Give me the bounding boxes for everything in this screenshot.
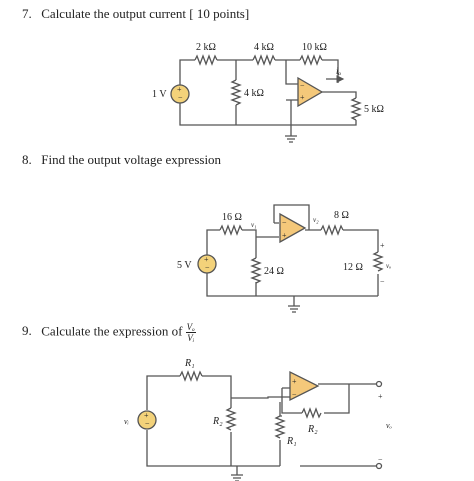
resistor-16ohm bbox=[219, 224, 243, 236]
label-4k-series: 4 kΩ bbox=[254, 42, 274, 53]
svg-text:−: − bbox=[205, 263, 210, 272]
question-7-text: Calculate the output current [ 10 points… bbox=[41, 6, 250, 21]
voltage-source-3 bbox=[137, 410, 157, 430]
svg-text:−: − bbox=[300, 81, 305, 90]
svg-text:+: + bbox=[204, 255, 209, 264]
question-9-number: 9. bbox=[22, 323, 32, 339]
label-2k: 2 kΩ bbox=[196, 42, 216, 53]
label-vi: vᵢ bbox=[124, 417, 129, 426]
resistor-r1-series bbox=[179, 370, 203, 382]
output-terminal-plus bbox=[375, 380, 383, 388]
circuit-2 bbox=[206, 204, 384, 313]
svg-text:−: − bbox=[282, 218, 287, 227]
voltage-source-1 bbox=[170, 84, 190, 104]
svg-text:+: + bbox=[380, 241, 385, 250]
label-r2-shunt: R₂ bbox=[212, 416, 223, 427]
label-12ohm: 12 Ω bbox=[343, 262, 363, 273]
polarity-marks: +− +− +− −+ −+ +− +− +− bbox=[144, 81, 385, 464]
svg-text:−: − bbox=[292, 390, 297, 399]
resistor-r2-shunt bbox=[225, 407, 237, 431]
label-16ohm: 16 Ω bbox=[222, 212, 242, 223]
label-r1-series: R₁ bbox=[184, 358, 195, 369]
label-source-5v: 5 V bbox=[177, 260, 192, 271]
label-vo-2: vₒ bbox=[386, 262, 391, 270]
resistor-5k-load bbox=[350, 97, 362, 121]
opamp-1 bbox=[297, 76, 324, 108]
resistor-4k-shunt bbox=[230, 79, 242, 106]
label-10k: 10 kΩ bbox=[302, 42, 327, 53]
label-4k-shunt: 4 kΩ bbox=[244, 88, 264, 99]
opamp-3 bbox=[289, 370, 320, 402]
fraction-denominator: Vᵢ bbox=[187, 333, 195, 343]
svg-text:+: + bbox=[282, 231, 287, 240]
label-output-current: iₒ bbox=[336, 66, 342, 76]
svg-text:−: − bbox=[145, 419, 150, 428]
svg-text:+: + bbox=[292, 377, 297, 386]
resistor-4k-series bbox=[252, 54, 276, 66]
resistor-r2-feedback bbox=[301, 407, 322, 419]
question-7-number: 7. bbox=[22, 6, 32, 21]
resistor-2k bbox=[194, 54, 218, 66]
question-8-number: 8. bbox=[22, 152, 32, 167]
resistor-10k bbox=[299, 54, 323, 66]
label-v2: v₂ bbox=[313, 216, 319, 224]
question-7: 7. Calculate the output current [ 10 poi… bbox=[22, 6, 249, 22]
question-8-text: Find the output voltage expression bbox=[41, 152, 222, 167]
label-24ohm: 24 Ω bbox=[264, 266, 284, 277]
label-8ohm: 8 Ω bbox=[334, 210, 349, 221]
svg-text:+: + bbox=[378, 392, 383, 401]
label-r2-feedback: R₂ bbox=[307, 424, 318, 435]
vo-over-vi-fraction: Vₒ Vᵢ bbox=[185, 322, 196, 343]
output-terminal-minus bbox=[375, 462, 383, 470]
voltage-source-2 bbox=[197, 254, 217, 274]
circuit-3-wires bbox=[146, 375, 377, 481]
label-5k-load: 5 kΩ bbox=[364, 104, 384, 115]
circuit-1-wires bbox=[179, 59, 357, 143]
svg-text:−: − bbox=[178, 93, 183, 102]
question-8: 8. Find the output voltage expression bbox=[22, 152, 221, 168]
svg-text:+: + bbox=[300, 93, 305, 102]
circuit-2-wires bbox=[206, 204, 379, 313]
opamp-2 bbox=[279, 212, 307, 244]
svg-text:−: − bbox=[380, 277, 385, 286]
fraction-numerator: Vₒ bbox=[185, 322, 196, 333]
circuit-1 bbox=[179, 54, 362, 143]
label-r1-ground: R₁ bbox=[286, 436, 297, 447]
question-9-text: Calculate the expression of bbox=[41, 323, 183, 339]
resistor-24ohm bbox=[250, 257, 262, 284]
svg-text:+: + bbox=[177, 85, 182, 94]
question-9: 9. Calculate the expression of Vₒ Vᵢ bbox=[22, 322, 196, 343]
label-v1: v₁ bbox=[251, 221, 257, 229]
label-vo-3: vₒ bbox=[386, 421, 393, 430]
resistor-8ohm bbox=[320, 224, 344, 236]
svg-text:+: + bbox=[144, 411, 149, 420]
resistor-12ohm bbox=[372, 251, 384, 272]
resistor-r1-ground bbox=[274, 415, 286, 439]
svg-text:−: − bbox=[378, 455, 383, 464]
label-source-1v: 1 V bbox=[152, 89, 167, 100]
circuit-3 bbox=[146, 370, 377, 481]
